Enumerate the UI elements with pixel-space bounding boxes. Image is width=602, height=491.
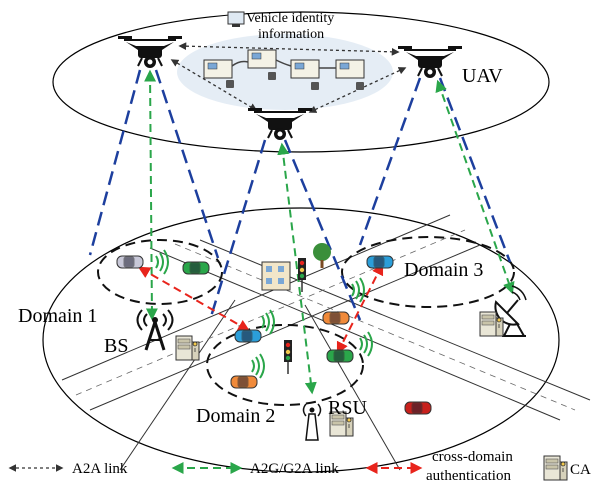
traffic-light-icon (284, 340, 292, 374)
legend-a2g-label: A2G/G2A link (250, 461, 339, 477)
domain3-label: Domain 3 (404, 259, 483, 281)
legend-cross-label-line1: cross-domain (432, 449, 513, 465)
base-station-icon (136, 309, 174, 351)
domain2-label: Domain 2 (196, 405, 275, 427)
tree-icon (313, 243, 331, 268)
legend: A2A link A2G/G2A link cross-domain authe… (8, 449, 591, 484)
a2g-links (144, 69, 515, 395)
lock-icon (268, 72, 276, 80)
monitor-icon (227, 11, 245, 27)
lock-icon (226, 80, 234, 88)
legend-a2a-label: A2A link (72, 461, 128, 477)
a2a-links (170, 42, 407, 113)
car-icon (116, 255, 144, 269)
domain2-boundary (206, 324, 364, 406)
vehicle-identity-label-line2: information (258, 27, 324, 42)
car-icon (182, 261, 210, 275)
bs-label: BS (104, 335, 128, 357)
car-icon (404, 401, 432, 415)
rsu-icon (302, 403, 322, 441)
rsu-label: RSU (328, 397, 367, 419)
cross-domain-links (137, 262, 384, 355)
traffic-light-icon (298, 258, 306, 292)
ca-server-icon (543, 455, 568, 481)
legend-ca-label: CA (570, 462, 591, 478)
legend-cross-label-line2: authentication (426, 468, 511, 484)
car-icon (326, 349, 354, 363)
vehicle-identity-label: Vehicle identity (246, 11, 334, 26)
car-icon (366, 255, 394, 269)
uav-label: UAV (462, 65, 503, 87)
car-icon (322, 311, 350, 325)
domain1-label: Domain 1 (18, 305, 97, 327)
building-icon (261, 261, 291, 291)
blockchain-blocks (203, 11, 365, 90)
lock-icon (311, 82, 319, 90)
car-icon (230, 375, 258, 389)
car-icon (234, 329, 262, 343)
lock-icon (356, 82, 364, 90)
